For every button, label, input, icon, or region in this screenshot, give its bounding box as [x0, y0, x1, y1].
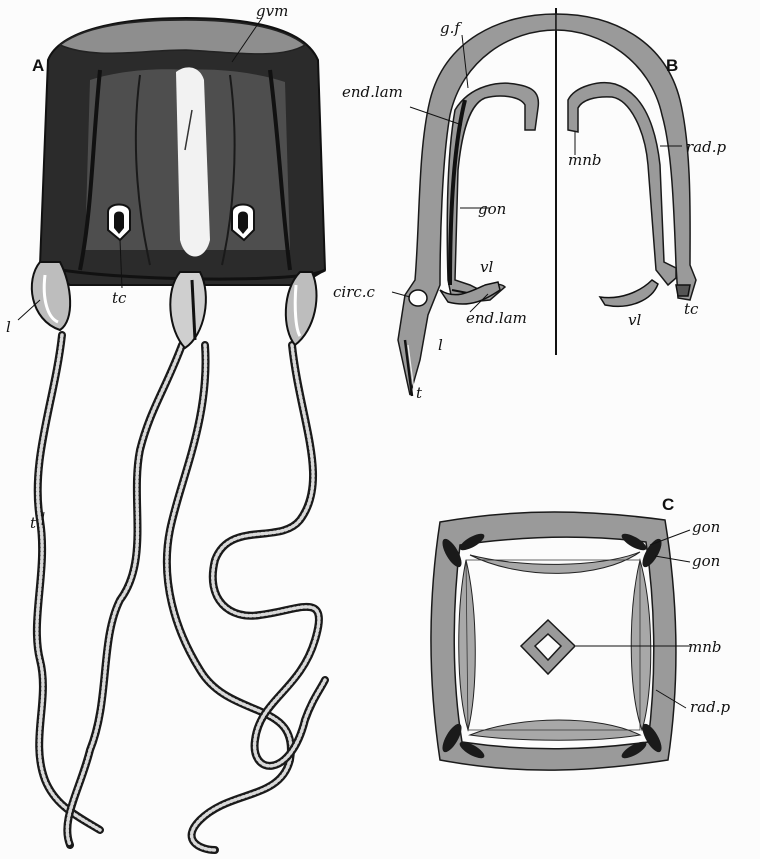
label-gf: g.f: [440, 19, 462, 37]
label-gon-c-2: gon: [692, 552, 720, 570]
label-end-lam: end.lam: [342, 83, 403, 101]
label-rad-p-b: rad.p: [686, 138, 726, 156]
label-vl-right: vl: [628, 311, 641, 329]
label-t-a: t: [30, 514, 37, 532]
pedalium-1: [32, 262, 70, 330]
panel-label-a: A: [32, 56, 44, 75]
section-left-outer: [398, 14, 556, 395]
panel-a-jellyfish: A gvm l tc t: [6, 2, 325, 850]
panel-b-section: B g.f end.lam gon circ.c vl end.lam l t …: [333, 8, 726, 402]
label-mnb-c: mnb: [688, 638, 722, 656]
pedalium-2: [170, 272, 206, 348]
velum-right: [600, 280, 658, 306]
label-tc-b: tc: [684, 300, 699, 318]
panel-c-cross-section: C gon gon mnb rad.p: [431, 495, 730, 770]
tentacle-4: [213, 345, 325, 766]
label-end-lam-2: end.lam: [466, 309, 527, 327]
manubrium-section: [521, 620, 575, 674]
label-gon-c-1: gon: [692, 518, 720, 536]
tentacle-3: [167, 345, 291, 850]
tentacles: [37, 335, 325, 850]
section-right-inner: [568, 83, 676, 285]
label-rad-p-c: rad.p: [690, 698, 730, 716]
circular-canal: [409, 290, 427, 306]
label-gon-b: gon: [478, 200, 506, 218]
pocket-right: [631, 560, 651, 730]
label-vl-left: vl: [480, 258, 493, 276]
bell-apex: [60, 20, 305, 54]
panel-label-b: B: [666, 56, 678, 75]
pocket-top: [470, 552, 640, 573]
label-t-b: t: [416, 384, 423, 402]
label-mnb-b: mnb: [568, 151, 602, 169]
label-circ-c: circ.c: [333, 283, 376, 301]
label-l-a: l: [6, 318, 11, 336]
panel-label-c: C: [662, 495, 674, 514]
label-gvm: gvm: [256, 2, 288, 20]
label-l-b: l: [438, 336, 443, 354]
label-tc-a: tc: [112, 289, 127, 307]
